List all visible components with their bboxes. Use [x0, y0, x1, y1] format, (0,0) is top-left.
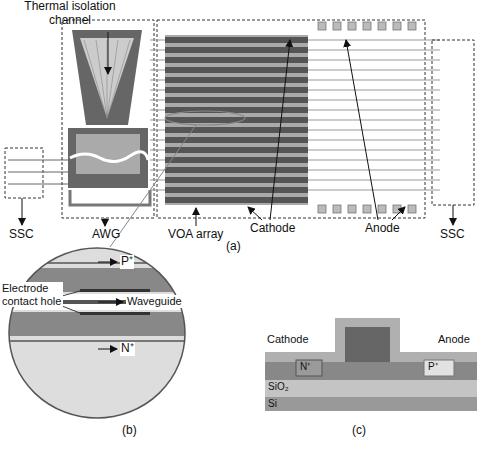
electrode-pad — [408, 22, 416, 30]
electrode-pad — [408, 205, 416, 213]
figure-label: AWG — [92, 228, 120, 242]
electrode-pad — [333, 205, 341, 213]
figure-label: SSC — [9, 228, 34, 242]
electrode-pad — [348, 205, 356, 213]
figure-label: VOA array — [168, 228, 223, 242]
figure-label: SSC — [440, 228, 465, 242]
figure-label: N⁺ — [120, 342, 135, 356]
electrode-pad — [363, 22, 371, 30]
figure-label: (a) — [226, 240, 241, 254]
electrode-pad — [378, 22, 386, 30]
electrode-pad — [378, 205, 386, 213]
figure-label: Electrode contact hole — [1, 282, 63, 307]
electrode-pad — [363, 205, 371, 213]
electrode-pad — [318, 205, 326, 213]
figure-label: Cathode — [267, 333, 309, 346]
figure-label: SiO₂ — [268, 381, 289, 393]
figure-label: Thermal isolation channel — [20, 0, 120, 28]
figure-label: N⁺ — [300, 361, 310, 373]
figure-label: Anode — [438, 333, 470, 346]
electrode-pad — [318, 22, 326, 30]
figure-label: Cathode — [250, 222, 295, 236]
figure-label: Si — [268, 398, 277, 410]
figure-label: P⁺ — [428, 361, 438, 373]
figure-label: P⁺ — [120, 255, 134, 269]
electrode-pad — [333, 22, 341, 30]
figure-label: Anode — [365, 222, 400, 236]
figure-label: Waveguide — [126, 295, 183, 308]
figure-label: (c) — [352, 424, 366, 438]
electrode-pad — [393, 22, 401, 30]
electrode-pad — [348, 22, 356, 30]
figure-label: (b) — [122, 424, 137, 438]
